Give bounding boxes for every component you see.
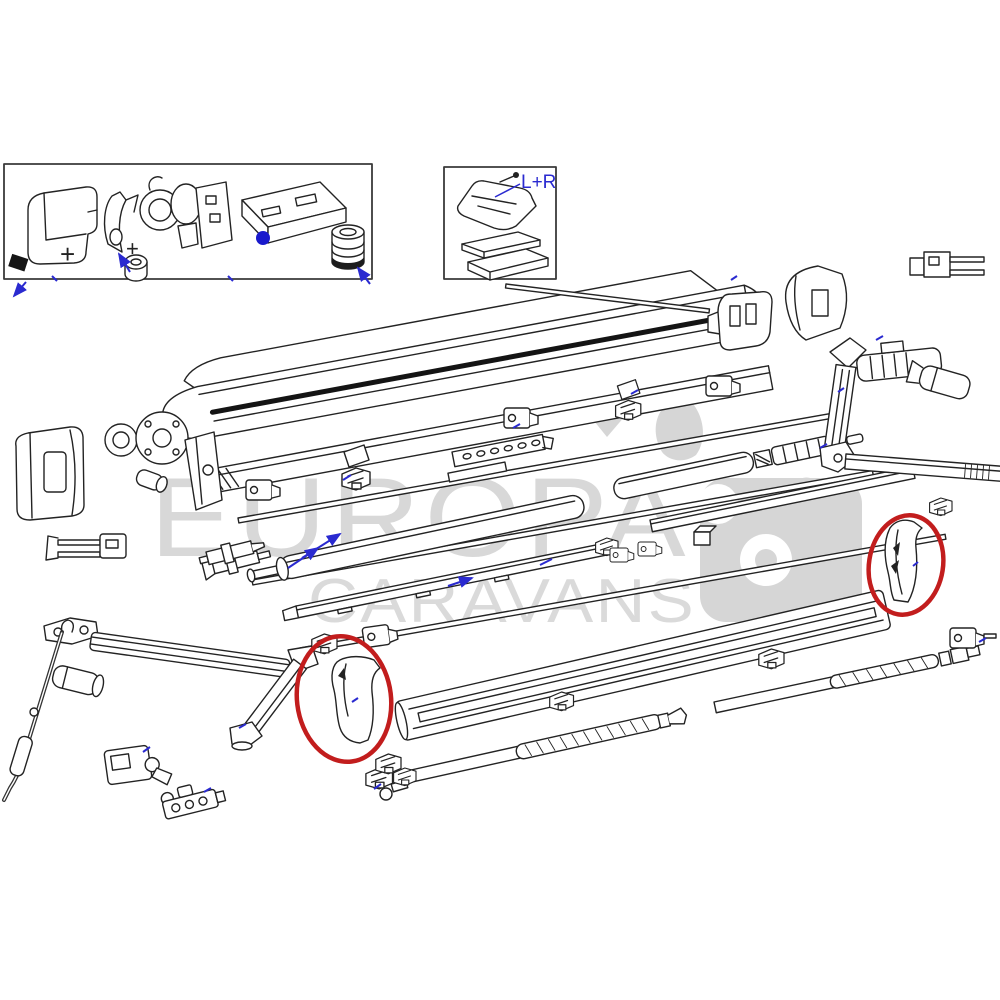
highlight-circle-left bbox=[294, 633, 394, 765]
blue-tick bbox=[342, 474, 352, 481]
blue-tick bbox=[238, 723, 247, 729]
highlight-annotations bbox=[294, 513, 946, 765]
blue-arrow bbox=[287, 546, 320, 569]
blue-tick bbox=[203, 787, 212, 793]
part-mounting-bracket-lr bbox=[456, 172, 537, 231]
part-wall-clamp-left bbox=[45, 533, 127, 561]
part-cover-cap-right bbox=[784, 265, 848, 341]
part-spacer-thick bbox=[467, 248, 549, 281]
part-roller-tube-left bbox=[246, 494, 585, 583]
blue-arrow bbox=[356, 266, 371, 285]
part-front-rail-right bbox=[649, 465, 916, 533]
part-lead-rail bbox=[394, 589, 891, 741]
part-crank-rod bbox=[2, 619, 75, 802]
blue-tick bbox=[512, 423, 521, 429]
blue-tick bbox=[875, 335, 884, 341]
blue-tick bbox=[837, 387, 845, 393]
part-motor-assembly bbox=[139, 176, 233, 249]
blue-tick bbox=[630, 389, 639, 395]
part-gear-adapter bbox=[331, 224, 365, 270]
part-awning-case bbox=[161, 270, 765, 440]
blue-tick bbox=[819, 443, 828, 449]
part-control-box bbox=[241, 181, 347, 245]
blue-arrow bbox=[12, 281, 28, 298]
part-cap-bracket-left bbox=[707, 291, 773, 351]
part-arm-sleeve-right bbox=[905, 359, 971, 400]
blue-arrow-annotations bbox=[12, 183, 987, 793]
blue-tick bbox=[978, 637, 987, 643]
blue-tick bbox=[539, 558, 553, 566]
plus-symbol-left: + bbox=[60, 239, 75, 269]
blue-arrow bbox=[117, 252, 131, 273]
part-fastener-clip bbox=[8, 253, 29, 272]
status-dot bbox=[256, 231, 270, 245]
part-wall-clamp-right bbox=[909, 251, 985, 278]
blue-tick bbox=[373, 783, 382, 790]
part-vent-strip bbox=[447, 433, 554, 483]
part-clip-4 bbox=[929, 497, 953, 517]
blue-tick bbox=[351, 697, 359, 703]
part-lead-rail-end-cap-right bbox=[884, 519, 923, 603]
part-mounting-plate bbox=[160, 784, 227, 820]
part-top-profile-rail bbox=[504, 283, 711, 314]
part-rafter-arm-2 bbox=[713, 645, 981, 714]
lr-leader-line bbox=[494, 183, 521, 198]
part-gearbox bbox=[103, 744, 173, 786]
blue-tick bbox=[51, 275, 58, 282]
highlight-circle-right bbox=[866, 513, 946, 617]
part-clamp-bracket bbox=[103, 191, 139, 253]
blue-arrow bbox=[447, 576, 474, 588]
part-end-cover-cap bbox=[27, 186, 98, 265]
part-right-spring-arm bbox=[819, 337, 1000, 483]
blue-tick bbox=[912, 561, 919, 567]
part-front-rail-left bbox=[281, 541, 613, 622]
part-end-bracket-right bbox=[949, 627, 997, 649]
part-left-drive-assembly bbox=[15, 411, 266, 566]
lr-label: L+R bbox=[521, 172, 556, 193]
blue-tick bbox=[142, 746, 151, 753]
blue-tick bbox=[227, 275, 234, 282]
part-spindle-left bbox=[198, 540, 266, 566]
part-left-support-arm bbox=[43, 617, 319, 751]
inset-box-accessories: + + bbox=[3, 163, 373, 282]
part-small-cube bbox=[693, 525, 717, 546]
blue-tick bbox=[730, 275, 738, 281]
inset-box-lr-bracket bbox=[443, 166, 557, 281]
